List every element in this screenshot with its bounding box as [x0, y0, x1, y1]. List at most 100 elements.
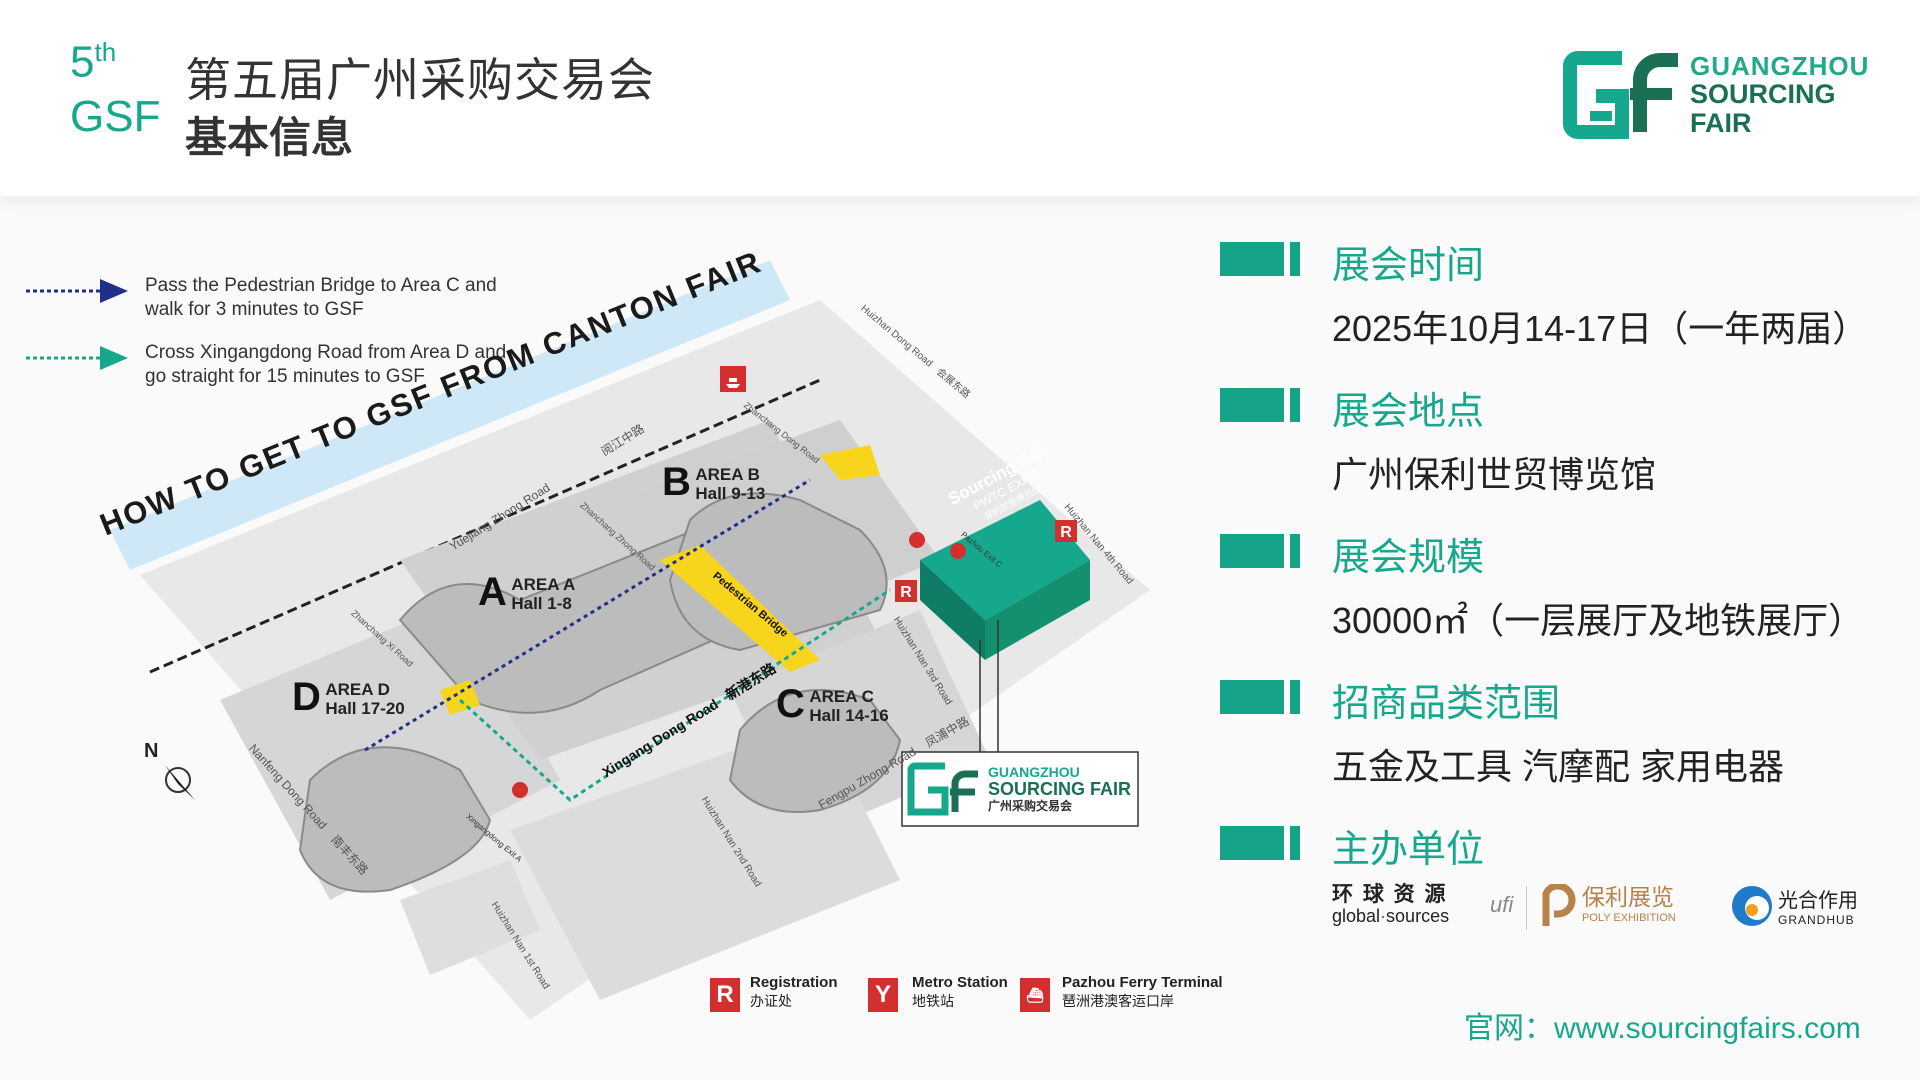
section-time-title: 展会时间: [1332, 245, 1485, 287]
legend-route-2-line2: go straight for 15 minutes to GSF: [145, 366, 425, 388]
sponsor-divider: [1526, 886, 1527, 930]
callout-line-2: SOURCING FAIR: [988, 779, 1132, 800]
ferry-terminal-icon: ⛴: [1020, 978, 1050, 1012]
section-bar-accent: [1290, 242, 1300, 276]
legend-green-arrow-icon: [100, 346, 128, 370]
river: [110, 260, 790, 570]
logo-line-2: SOURCING: [1690, 79, 1836, 110]
pwtc-expo-building: [920, 500, 1090, 620]
area-c-name: AREA C: [809, 687, 874, 706]
legend-metro-en: Metro Station: [912, 974, 1008, 991]
callout-line-3: 广州采购交易会: [988, 799, 1073, 814]
area-a-halls: Hall 1-8: [511, 593, 572, 613]
edition-suffix: th: [94, 37, 117, 67]
pedestrian-bridge: [660, 545, 820, 672]
page-title: 第五届广州采购交易会: [185, 54, 655, 106]
gsf-logo-icon: [1563, 51, 1678, 139]
grandhub-logo-icon: [1732, 886, 1772, 926]
global-sources-logo: 环 球 资 源 global·sources: [1332, 878, 1449, 927]
svg-text:R: R: [1060, 524, 1072, 541]
grandhub-logo: 光合作用 GRANDHUB: [1778, 884, 1858, 927]
grandhub-en: GRANDHUB: [1778, 913, 1855, 927]
area-b-halls: Hall 9-13: [695, 483, 766, 503]
section-bar-accent: [1290, 680, 1300, 714]
grandhub-cn: 光合作用: [1778, 890, 1858, 912]
edition-label: 5th GSF: [70, 38, 160, 141]
map-illustration: R R: [26, 260, 1150, 1020]
hall-c-buildings: [728, 689, 902, 813]
area-d-name: AREA D: [325, 680, 390, 699]
section-bar-accent: [1290, 388, 1300, 422]
route-green: [458, 588, 891, 802]
callout-logo-icon: [907, 762, 949, 816]
pwtc-expo-side: [920, 560, 985, 660]
metro-marker-1-icon: [512, 782, 528, 798]
section-bar-icon: [1220, 680, 1284, 714]
poly-exhibition-logo: 保利展览 POLY EXHIBITION: [1582, 878, 1676, 924]
legend-route-1-line1: Pass the Pedestrian Bridge to Area C and: [145, 275, 497, 296]
area-a-letter: A: [478, 570, 507, 614]
global-sources-cn: 环 球 资 源: [1332, 883, 1448, 906]
area-c-label: C AREA C Hall 14-16: [776, 682, 889, 727]
legend-ferry: Pazhou Ferry Terminal 琶洲港澳客运口岸: [1062, 974, 1223, 1010]
railway-line: [149, 378, 821, 674]
legend-metro-cn: 地铁站: [912, 992, 954, 1009]
header: 5th GSF 第五届广州采购交易会 基本信息 GUANGZHOU SOURCI…: [0, 0, 1920, 196]
area-a-name: AREA A: [511, 575, 576, 594]
area-c-letter: C: [776, 682, 805, 726]
section-bar-accent: [1290, 826, 1300, 860]
legend-ferry-en: Pazhou Ferry Terminal: [1062, 974, 1223, 991]
section-bar-icon: [1220, 388, 1284, 422]
legend-route-2-line1: Cross Xingangdong Road from Area D and: [145, 342, 507, 363]
poly-en: POLY EXHIBITION: [1582, 912, 1676, 924]
area-b-label: B AREA B Hall 9-13: [662, 460, 765, 505]
metro-station-icon: Y: [868, 978, 898, 1012]
section-bar-icon: [1220, 826, 1284, 860]
logo-line-1: GUANGZHOU: [1690, 51, 1870, 81]
legend-route-2: Cross Xingangdong Road from Area D and g…: [145, 341, 506, 390]
ufi-logo: ufi: [1490, 892, 1514, 917]
section-scale-value: 30000㎡（一层展厅及地铁展厅）: [1332, 600, 1865, 641]
global-sources-en-2: sources: [1386, 906, 1450, 926]
pwtc-expo-front: [985, 560, 1090, 660]
area-d-halls: Hall 17-20: [325, 698, 405, 718]
legend-metro: Metro Station 地铁站: [912, 974, 1008, 1010]
area-d-letter: D: [292, 675, 321, 719]
callout-line-1: GUANGZHOU: [988, 764, 1080, 780]
legend-registration-en: Registration: [750, 974, 838, 991]
registration-marker-2: R: [1055, 520, 1077, 542]
area-d-label: D AREA D Hall 17-20: [292, 675, 405, 720]
route-blue-upper: [364, 478, 811, 752]
callout-text: GUANGZHOU SOURCING FAIR 广州采购交易会: [988, 764, 1132, 814]
metro-marker-2-icon: [909, 532, 925, 548]
section-organizers-title: 主办单位: [1332, 829, 1485, 871]
poly-cn: 保利展览: [1582, 884, 1674, 910]
area-c-halls: Hall 14-16: [809, 705, 889, 725]
legend-registration: Registration 办证处: [750, 974, 838, 1010]
legend-blue-arrow-icon: [100, 279, 128, 303]
legend-registration-cn: 办证处: [750, 992, 792, 1009]
bridge-d: [440, 680, 480, 715]
global-sources-en-1: global: [1332, 906, 1381, 926]
compass-label: N: [144, 740, 159, 762]
website-link[interactable]: 官网：www.sourcingfairs.com: [1464, 1012, 1861, 1045]
legend-ferry-cn: 琶洲港澳客运口岸: [1062, 992, 1174, 1009]
sponsor-logos: 环 球 资 源 global·sources ufi 保利展览 POLY EXH…: [1332, 878, 1892, 938]
info-panel: 展会时间 2025年10月14-17日（一年两届） 展会地点 广州保利世贸博览馆…: [1220, 210, 1910, 1060]
bridge-b: [820, 445, 880, 480]
section-categories-value: 五金及工具 汽摩配 家用电器: [1332, 746, 1785, 787]
area-a-label: A AREA A Hall 1-8: [478, 570, 575, 615]
route-map: R R: [0, 200, 1200, 1060]
page-subtitle: 基本信息: [185, 114, 354, 161]
legend-route-1: Pass the Pedestrian Bridge to Area C and…: [145, 274, 497, 323]
svg-text:R: R: [900, 584, 912, 601]
section-categories-title: 招商品类范围: [1332, 683, 1561, 725]
section-venue-title: 展会地点: [1332, 391, 1485, 433]
gsf-logo-text: GUANGZHOU SOURCING FAIR: [1690, 52, 1869, 138]
section-scale-title: 展会规模: [1332, 537, 1485, 579]
area-b-name: AREA B: [695, 465, 760, 484]
area-b-letter: B: [662, 460, 691, 504]
section-bar-icon: [1220, 534, 1284, 568]
hall-d-buildings: [298, 746, 492, 893]
